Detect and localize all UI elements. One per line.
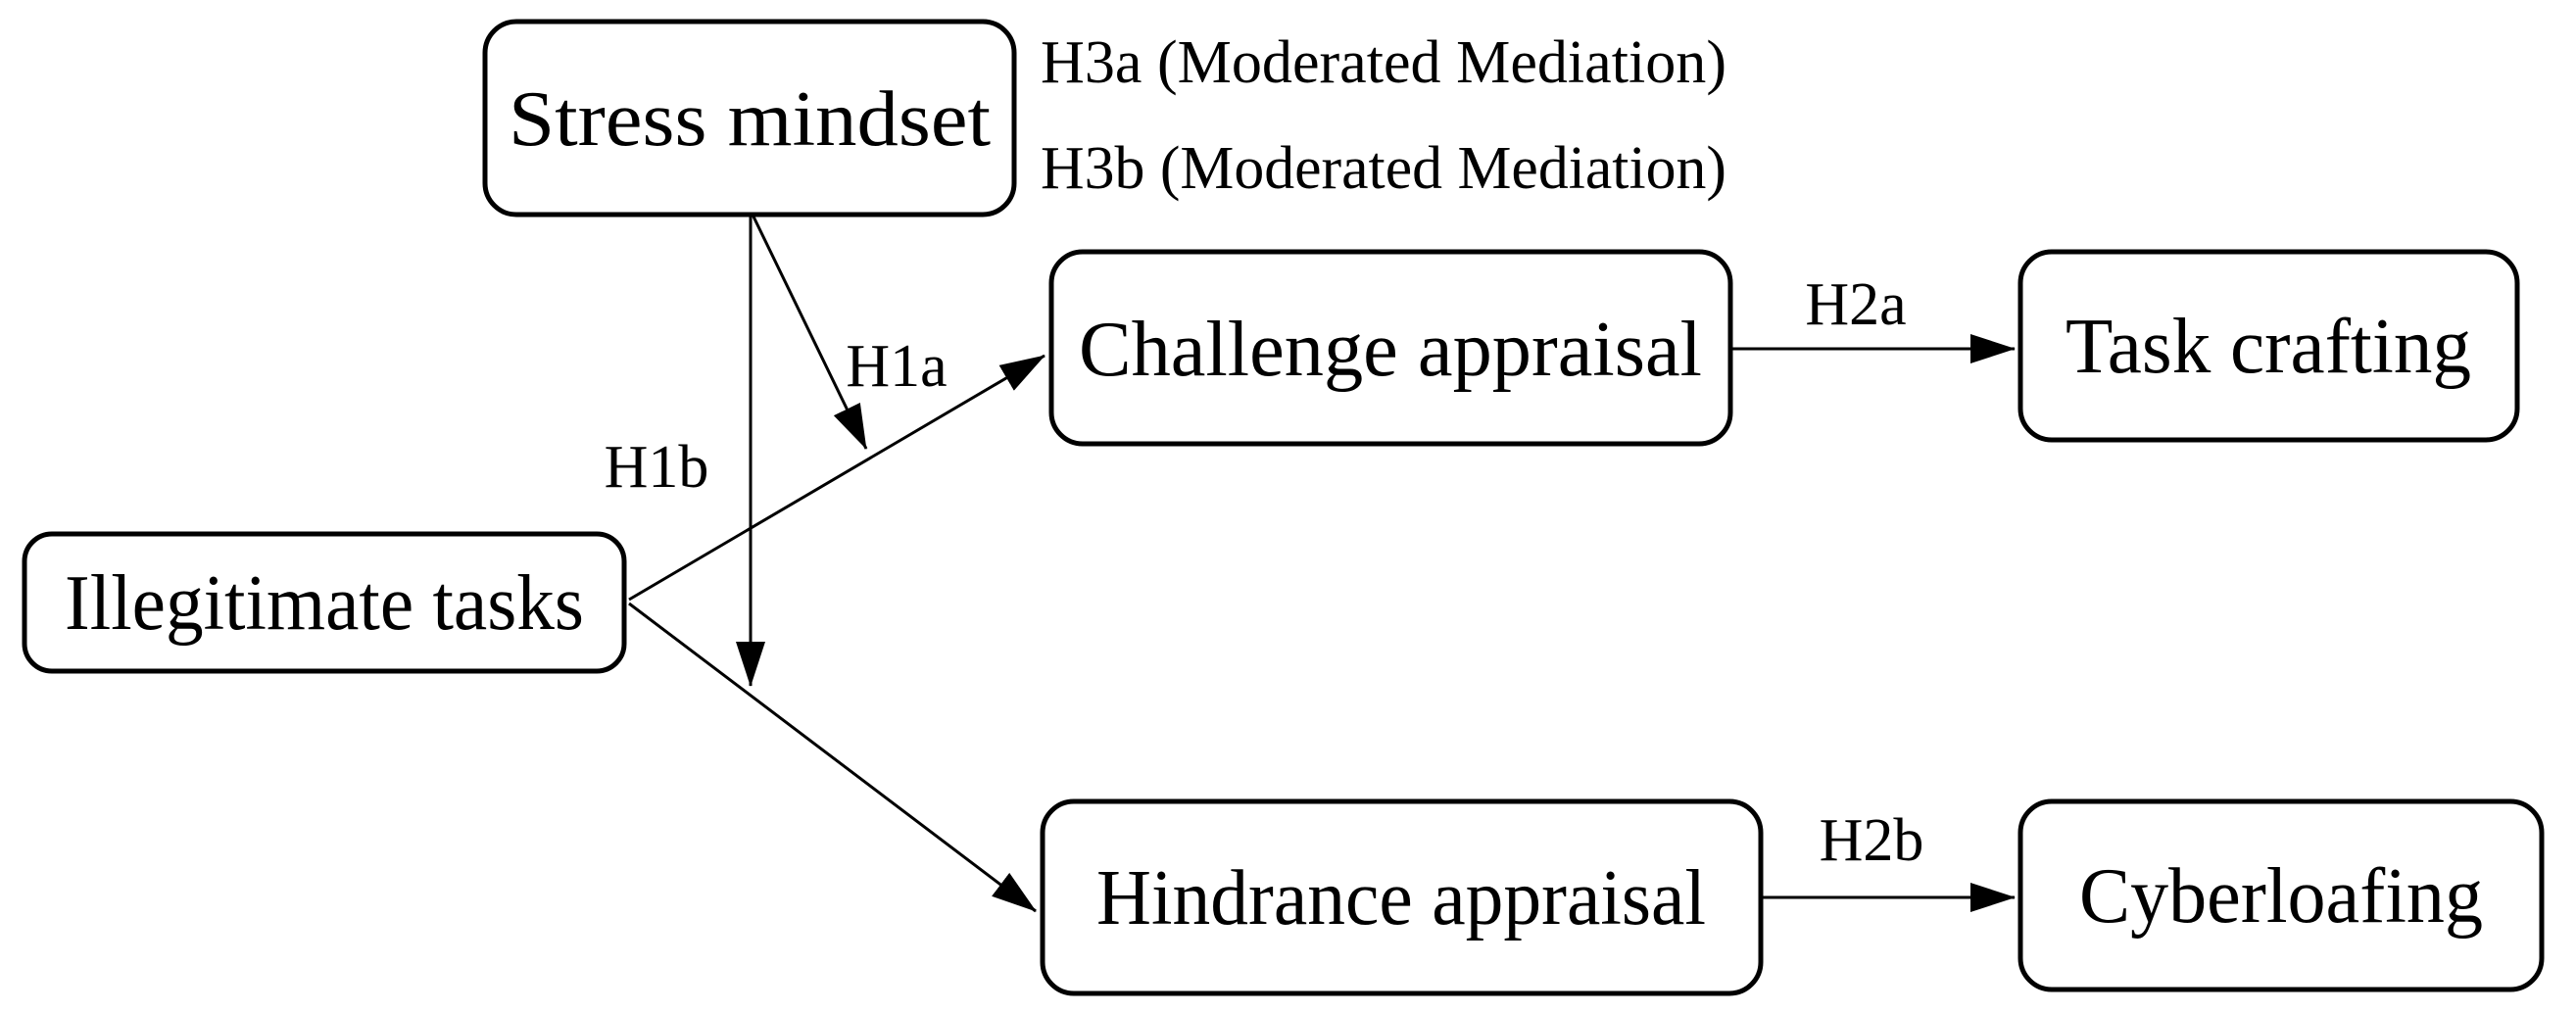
node-hindrance-appraisal-box (1040, 798, 1764, 996)
edge-illegitimate-to-challenge (628, 354, 1045, 602)
node-illegitimate-tasks-box (22, 531, 627, 674)
annotation-h3b: H3b (Moderated Mediation) (1041, 135, 1726, 202)
node-hindrance-appraisal-label: Hindrance appraisal (1096, 855, 1706, 942)
node-task-crafting-label: Task crafting (2066, 304, 2471, 390)
node-cyberloafing-label: Cyberloafing (2079, 853, 2483, 940)
edge-label-h1b: H1b (605, 434, 709, 501)
node-challenge-appraisal-box (1048, 249, 1733, 447)
node-illegitimate-tasks-label: Illegitimate tasks (65, 560, 584, 647)
edge-label-h1a: H1a (846, 333, 947, 400)
edge-illegitimate-to-hindrance (628, 602, 1037, 913)
node-task-crafting-box (2017, 249, 2520, 443)
node-stress-mindset-label: Stress mindset (509, 76, 991, 163)
node-challenge-appraisal-label: Challenge appraisal (1079, 307, 1702, 393)
node-stress-mindset-box (482, 19, 1017, 217)
node-cyberloafing-box (2017, 798, 2545, 992)
edge-label-h2a: H2a (1805, 271, 1906, 338)
annotation-h3a: H3a (Moderated Mediation) (1041, 29, 1726, 96)
edge-label-h2b: H2b (1820, 807, 1924, 874)
edge-stress-moderation-h1a (751, 214, 868, 450)
